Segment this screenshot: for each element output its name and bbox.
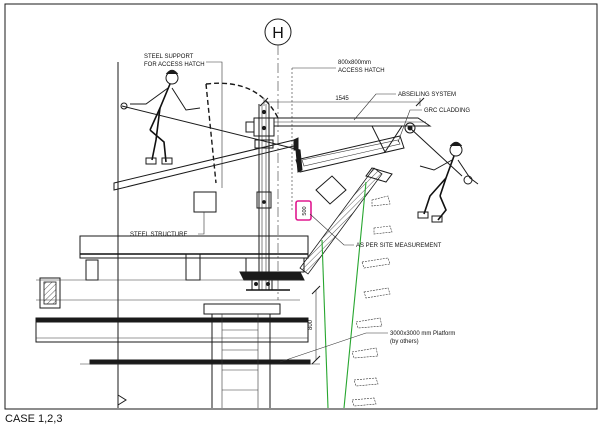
grid-marker-letter: H xyxy=(272,25,284,42)
label-site-measurement-text: AS PER SITE MEASUREMENT xyxy=(356,243,442,249)
label-platform: 3000x3000 mm Platform (by others) xyxy=(279,331,455,363)
label-grc-text: GRC CLADDING xyxy=(424,108,470,114)
highlighted-dimension-tag: 500 xyxy=(295,200,312,221)
abseiling-beam xyxy=(273,117,432,154)
hatch-block-left xyxy=(193,191,217,213)
dimension-800: 800 xyxy=(308,319,314,330)
worker-left-figure xyxy=(120,69,301,165)
label-steel-structure: STEEL STRUCTURE xyxy=(130,212,205,238)
label-abseiling-text: ABSEILING SYSTEM xyxy=(398,92,456,98)
diagonal-strut xyxy=(299,167,393,275)
dimension-500: 500 xyxy=(302,206,308,215)
abseiling-ropes xyxy=(321,181,367,409)
drawing-frame xyxy=(4,3,598,410)
steel-structure xyxy=(79,235,309,291)
label-steel-support-line2: FOR ACCESS HATCH xyxy=(144,62,205,68)
label-site-measurement: AS PER SITE MEASUREMENT xyxy=(309,213,442,249)
grc-cladding-panel xyxy=(295,135,405,173)
label-access-hatch: 800x800mm ACCESS HATCH xyxy=(292,60,385,74)
case-caption: CASE 1,2,3 xyxy=(5,413,63,425)
dimension-1545: 1545 xyxy=(335,96,349,102)
label-steel-structure-text: STEEL STRUCTURE xyxy=(130,232,187,238)
sloping-roof xyxy=(113,137,299,191)
label-platform-line1: 3000x3000 mm Platform xyxy=(390,331,455,337)
hatch-swing-arc xyxy=(205,82,279,119)
worker-right-figure xyxy=(409,127,479,223)
column-with-ladder xyxy=(203,303,281,408)
facade-panels xyxy=(351,195,393,407)
label-access-hatch-line1: 800x800mm xyxy=(338,60,371,66)
label-steel-support-line1: STEEL SUPPORT xyxy=(144,54,194,60)
label-steel-support: STEEL SUPPORT FOR ACCESS HATCH xyxy=(144,54,223,188)
label-access-hatch-line2: ACCESS HATCH xyxy=(338,68,385,74)
hatch-block-right xyxy=(315,175,347,205)
steel-support-mast xyxy=(245,104,275,290)
dimension-vertical: 800 xyxy=(308,285,321,365)
label-platform-line2: (by others) xyxy=(390,339,419,345)
label-abseiling-system: ABSEILING SYSTEM xyxy=(353,92,456,121)
dimension-horizontal: 1545 xyxy=(259,96,425,107)
label-grc-cladding: GRC CLADDING xyxy=(397,108,470,143)
hatch-swing-line xyxy=(205,83,217,184)
left-building-edge xyxy=(117,62,127,408)
floor-slab xyxy=(35,277,320,365)
